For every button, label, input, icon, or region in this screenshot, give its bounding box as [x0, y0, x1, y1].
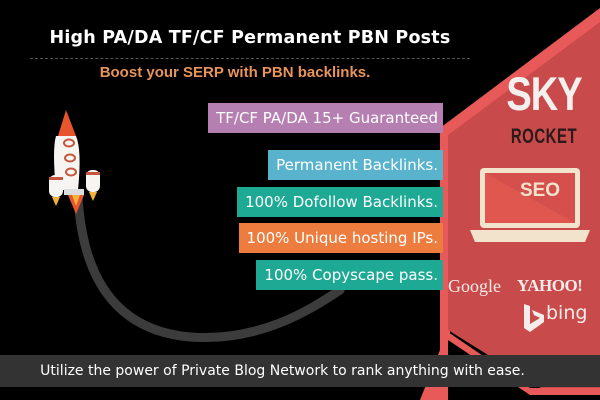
feature-badge-permanent: Permanent Backlinks.	[268, 150, 443, 180]
footer-bar	[0, 355, 600, 387]
title-divider	[30, 58, 470, 59]
laptop-seo-text: SEO	[519, 180, 561, 201]
bing-logo-icon	[524, 304, 544, 332]
brand-sky: SKY	[506, 68, 582, 122]
brand-rocket: ROCKET	[510, 124, 578, 149]
rocket-trail	[73, 191, 345, 343]
feature-badge-dofollow: 100% Dofollow Backlinks.	[237, 187, 443, 217]
laptop-icon	[470, 168, 590, 242]
feature-badge-tfcf: TF/CF PA/DA 15+ Guaranteed	[208, 103, 443, 133]
feature-badge-unique-ips: 100% Unique hosting IPs.	[238, 223, 443, 253]
rocket-icon	[49, 110, 100, 214]
subtitle: Boost your SERP with PBN backlinks.	[99, 64, 371, 81]
yahoo-logo: YAHOO!	[517, 276, 583, 295]
google-logo: Google	[448, 276, 501, 296]
footer-text: Utilize the power of Private Blog Networ…	[40, 363, 525, 379]
bing-logo-text: bing	[546, 302, 588, 324]
page-title: High PA/DA TF/CF Permanent PBN Posts	[49, 28, 451, 48]
feature-badge-copyscape: 100% Copyscape pass.	[256, 260, 443, 290]
